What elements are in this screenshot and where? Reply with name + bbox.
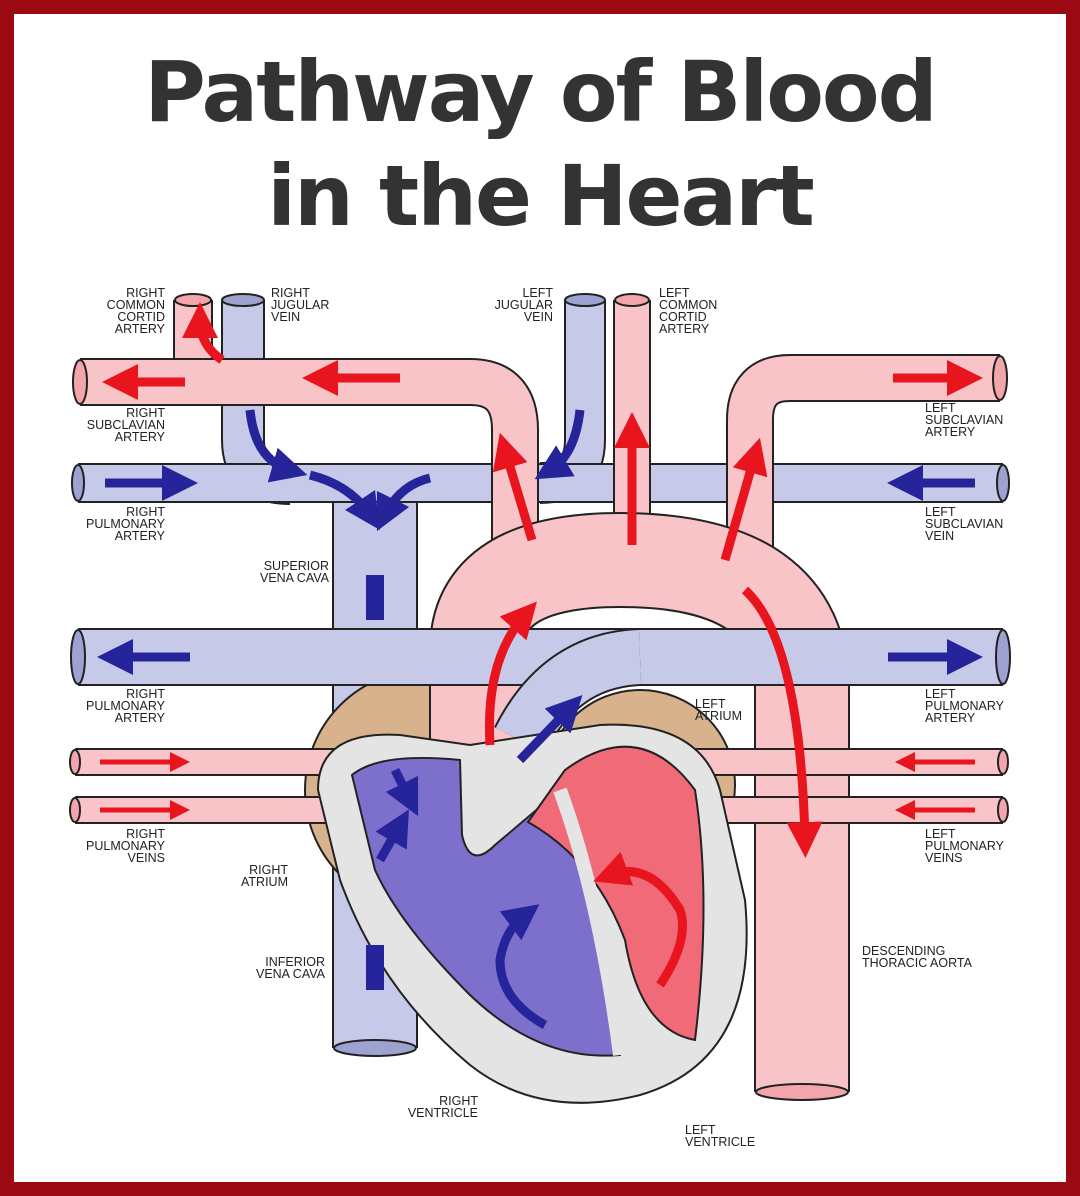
subclavian-vein-horizontal (71, 463, 1010, 503)
title-line-1: Pathway of Blood (144, 43, 938, 141)
deoxygenated-flow-arrows (97, 409, 983, 1029)
oxygenated-flow-arrows (100, 302, 983, 988)
septum (553, 787, 627, 1056)
title-line-2: in the Heart (267, 147, 815, 245)
pulmonary-artery (70, 628, 1011, 754)
page-title: Pathway of Blood in the Heart (0, 40, 1080, 248)
